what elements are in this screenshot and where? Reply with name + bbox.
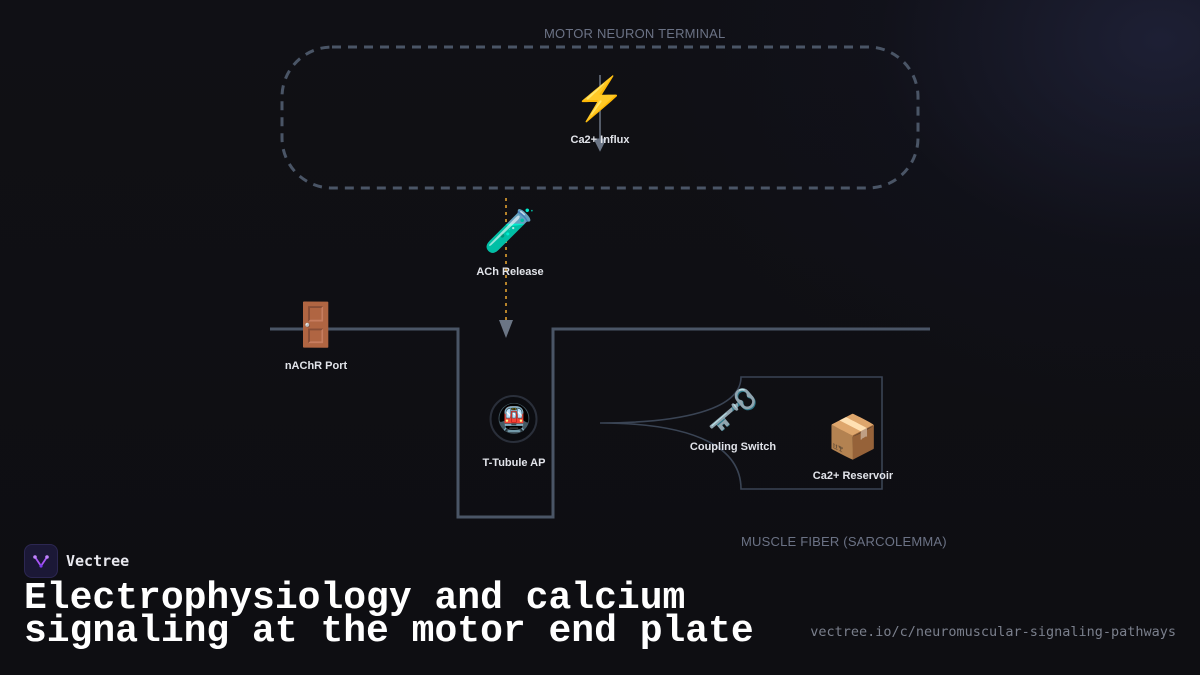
node-nachr-port[interactable]: 🚪 nAChR Port bbox=[285, 300, 347, 372]
terminal-region-label: MOTOR NEURON TERMINAL bbox=[544, 26, 726, 41]
lightning-bolt-icon: ⚡ bbox=[573, 75, 627, 122]
node-label: Coupling Switch bbox=[689, 441, 777, 453]
test-tube-icon: 🧪 bbox=[483, 207, 537, 254]
vectree-logo-icon bbox=[24, 544, 58, 578]
brand-name: Vectree bbox=[66, 552, 130, 570]
node-label: ACh Release bbox=[476, 266, 544, 278]
brand: Vectree bbox=[24, 544, 129, 578]
node-t-tubule-ap[interactable]: 🚇 T-Tubule AP bbox=[482, 395, 546, 469]
metro-train-icon: 🚇 bbox=[489, 395, 538, 443]
source-url[interactable]: vectree.io/c/neuromuscular-signaling-pat… bbox=[810, 624, 1176, 640]
node-ca-reservoir[interactable]: 📦 Ca2+ Reservoir bbox=[813, 412, 893, 482]
package-icon: 📦 bbox=[826, 413, 880, 460]
sarcolemma-membrane bbox=[270, 327, 930, 519]
muscle-region-label: MUSCLE FIBER (SARCOLEMMA) bbox=[741, 534, 947, 549]
key-icon: 🗝️ bbox=[706, 386, 760, 433]
door-icon: 🚪 bbox=[289, 301, 343, 348]
node-label: Ca2+ Reservoir bbox=[812, 470, 894, 482]
node-label: Ca2+ Influx bbox=[570, 134, 630, 146]
terminal-boundary bbox=[280, 45, 920, 190]
page-title: Electrophysiology and calcium signaling … bbox=[24, 577, 754, 653]
node-label: T-Tubule AP bbox=[482, 457, 546, 469]
node-ca-influx[interactable]: ⚡ Ca2+ Influx bbox=[571, 74, 630, 146]
node-ach-release[interactable]: 🧪 ACh Release bbox=[476, 206, 543, 278]
node-label: nAChR Port bbox=[284, 360, 348, 372]
node-coupling-switch[interactable]: 🗝️ Coupling Switch bbox=[690, 385, 776, 453]
ach-arrowhead bbox=[499, 320, 513, 338]
sr-outline bbox=[599, 376, 883, 490]
